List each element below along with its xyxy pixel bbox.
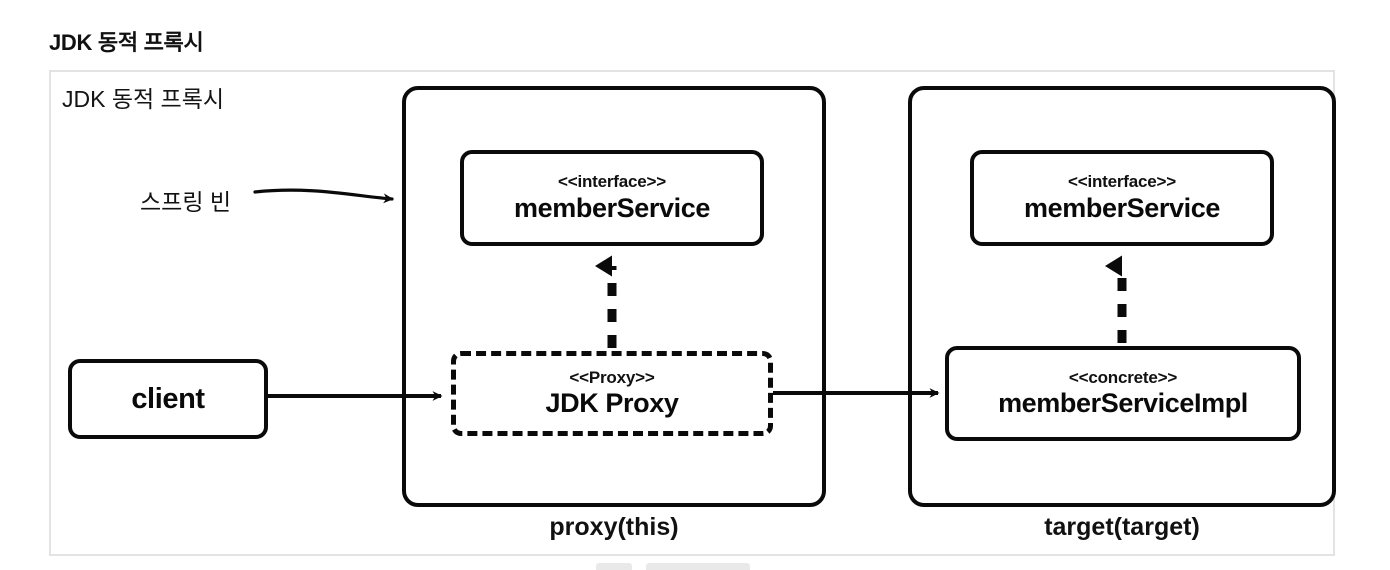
node-target-interface: <<interface>> memberService	[970, 150, 1274, 246]
annotation-spring-bean: 스프링 빈	[140, 189, 232, 215]
bottom-chip-wide[interactable]	[646, 563, 750, 570]
node-client: client	[68, 359, 268, 439]
node-proxy-interface-label: memberService	[514, 192, 710, 223]
node-jdk-proxy-label: JDK Proxy	[545, 388, 679, 419]
node-proxy-interface-stereotype: <<interface>>	[558, 172, 666, 192]
bottom-chip-small[interactable]	[596, 563, 632, 570]
node-member-service-impl-stereotype: <<concrete>>	[1068, 367, 1178, 387]
node-member-service-impl: <<concrete>> memberServiceImpl	[945, 346, 1301, 441]
page-title: JDK 동적 프록시	[49, 30, 204, 55]
node-client-label: client	[131, 382, 205, 415]
node-target-interface-label: memberService	[1024, 192, 1220, 223]
node-target-interface-stereotype: <<interface>>	[1068, 172, 1176, 192]
proxy-group-caption: proxy(this)	[549, 513, 679, 541]
target-group-caption: target(target)	[1044, 513, 1200, 541]
diagram-caption: JDK 동적 프록시	[62, 86, 225, 112]
node-jdk-proxy-stereotype: <<Proxy>>	[569, 367, 655, 387]
node-proxy-interface: <<interface>> memberService	[460, 150, 764, 246]
node-member-service-impl-label: memberServiceImpl	[998, 388, 1248, 419]
node-jdk-proxy: <<Proxy>> JDK Proxy	[451, 351, 773, 436]
